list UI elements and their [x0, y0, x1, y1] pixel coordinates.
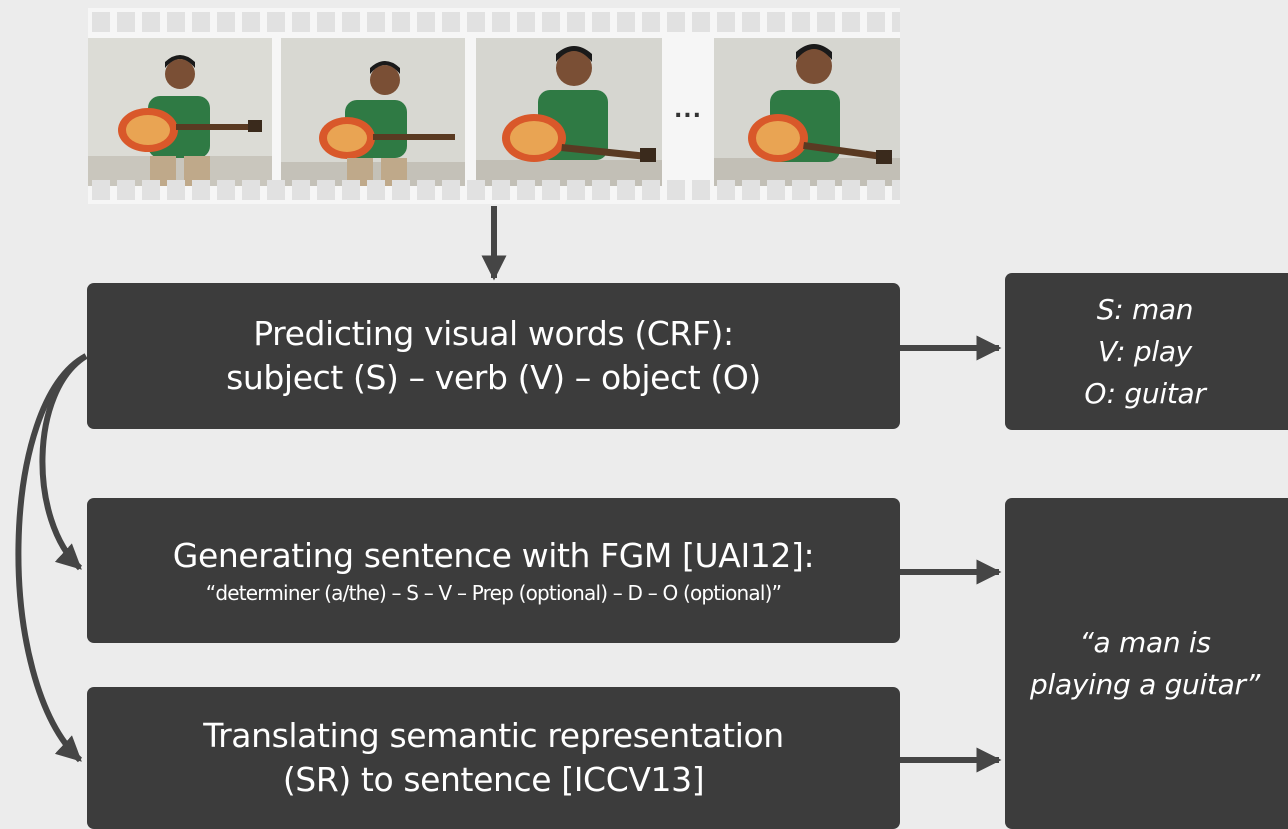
video-frame-2	[281, 38, 465, 186]
video-film-strip: ...	[88, 8, 900, 204]
frames-ellipsis: ...	[673, 98, 703, 123]
output-sentence: “a man is playing a guitar”	[1005, 498, 1288, 829]
video-frame-4	[714, 38, 900, 186]
step-crf-title: Predicting visual words (CRF):	[253, 314, 734, 353]
step-fgm-title: Generating sentence with FGM [UAI12]:	[172, 535, 815, 575]
output-svo-triplet: S: man V: play O: guitar	[1005, 273, 1288, 430]
step-crf-detail: subject (S) – verb (V) – object (O)	[226, 358, 761, 397]
video-frame-1	[88, 38, 272, 186]
arrow-crf-to-fgm	[39, 353, 88, 571]
output-object: O: guitar	[1084, 376, 1206, 410]
step-generate-sentence-fgm: Generating sentence with FGM [UAI12]: “d…	[87, 498, 900, 643]
film-sprockets-top	[88, 12, 900, 32]
arrow-crf-to-sr	[15, 353, 88, 763]
video-frame-3	[476, 38, 662, 186]
output-sentence-line-1: “a man is	[1079, 625, 1211, 659]
film-sprockets-bottom	[88, 180, 900, 200]
step-sr-line-1: Translating semantic representation	[203, 716, 784, 755]
output-subject: S: man	[1096, 292, 1194, 326]
step-predict-visual-words: Predicting visual words (CRF): subject (…	[87, 283, 900, 429]
output-sentence-line-2: playing a guitar”	[1030, 667, 1260, 701]
step-fgm-template: “determiner (a/the) – S – V – Prep (opti…	[205, 580, 782, 605]
step-sr-line-2: (SR) to sentence [ICCV13]	[282, 760, 705, 799]
output-verb: V: play	[1098, 334, 1192, 368]
step-translate-semantic-representation: Translating semantic representation (SR)…	[87, 687, 900, 829]
